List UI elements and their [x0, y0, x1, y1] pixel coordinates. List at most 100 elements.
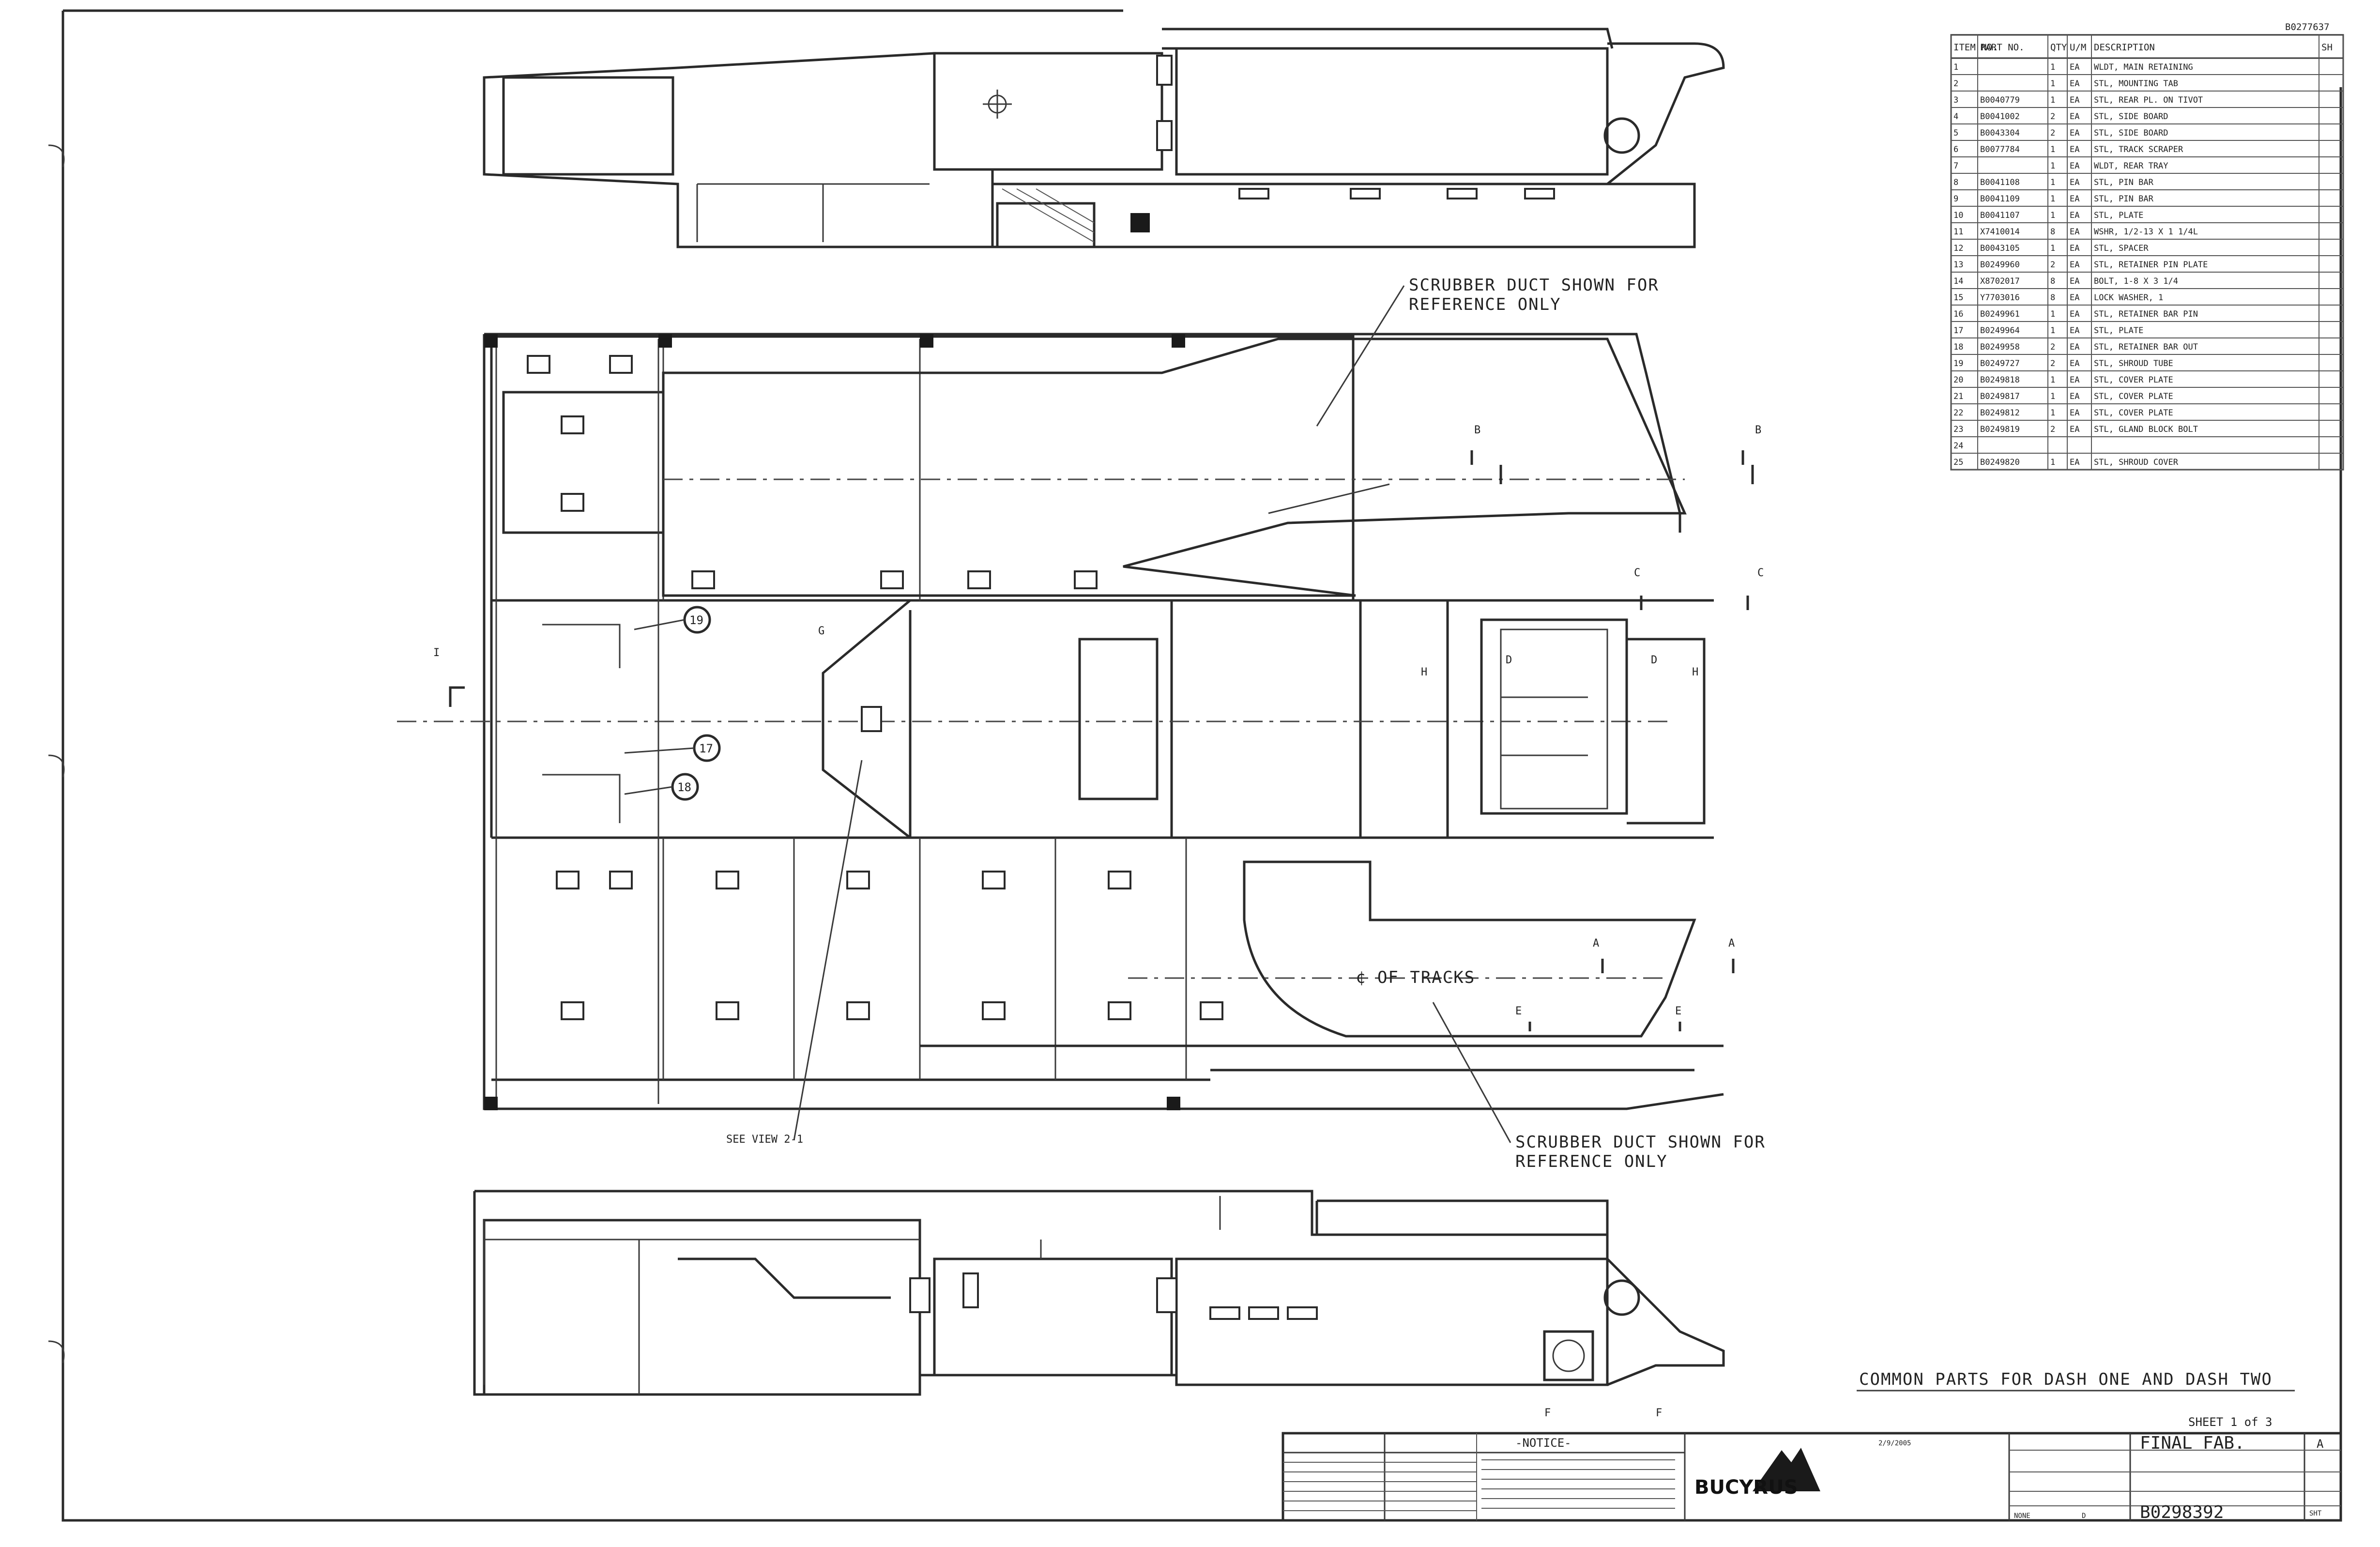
bom-cell-item: 21: [1953, 392, 1963, 401]
bom-cell-item: 6: [1953, 145, 1958, 154]
balloon-17: 17: [699, 742, 713, 755]
sheet-border: [48, 9, 2342, 1522]
callouts: SCRUBBER DUCT SHOWN FOR REFERENCE ONLY S…: [726, 276, 2295, 1429]
bom-cell-qty: 1: [2050, 244, 2055, 253]
bom-cell-desc: WLDT, MAIN RETAINING: [2094, 62, 2193, 72]
section-mark-h-left: H: [1421, 666, 1427, 678]
bom-cell-um: EA: [2070, 309, 2079, 319]
bom-cell-desc: STL, GLAND BLOCK BOLT: [2094, 425, 2198, 434]
bom-cell-um: EA: [2070, 408, 2079, 418]
bom-cell-um: EA: [2070, 342, 2079, 352]
bom-cell-um: EA: [2070, 95, 2079, 105]
bom-cell-part: B0249820: [1980, 458, 2020, 467]
bom-cell-item: 9: [1953, 194, 1958, 204]
bom-cell-qty: 1: [2050, 375, 2055, 385]
bom-cell-item: 24: [1953, 441, 1963, 451]
lift-lug-row-upper: [527, 355, 1098, 589]
bom-cell-desc: LOCK WASHER, 1: [2094, 293, 2163, 303]
bom-cell-desc: STL, COVER PLATE: [2094, 408, 2173, 418]
main-plan-view: [397, 333, 1724, 1110]
bom-cell-desc: STL, REAR PL. ON TIVOT: [2094, 95, 2203, 105]
bom-cell-item: 5: [1953, 128, 1958, 138]
item-balloons: 19 17 18: [624, 606, 721, 801]
bom-cell-item: 17: [1953, 326, 1963, 336]
bom-cell-desc: STL, MOUNTING TAB: [2094, 79, 2178, 89]
bom-cell-item: 19: [1953, 359, 1963, 368]
bom-cell-desc: BOLT, 1-8 X 3 1/4: [2094, 276, 2178, 286]
bom-cell-part: B0041109: [1980, 194, 2020, 204]
section-mark-d-left: D: [1506, 654, 1512, 666]
section-mark-g: G: [818, 625, 824, 637]
bom-header-cell: SH: [2321, 42, 2333, 53]
bom-header-cell: PART NO.: [1980, 42, 2025, 53]
bom-cell-desc: STL, COVER PLATE: [2094, 392, 2173, 401]
bom-cell-um: EA: [2070, 359, 2079, 368]
bom-cell-part: B0249958: [1980, 342, 2020, 352]
bom-cell-qty: 2: [2050, 342, 2055, 352]
bom-cell-part: B0249961: [1980, 309, 2020, 319]
bom-cell-qty: 1: [2050, 194, 2055, 204]
scrubber-duct-note-bottom-1: SCRUBBER DUCT SHOWN FOR: [1515, 1133, 1766, 1152]
bom-cell-part: B0249727: [1980, 359, 2020, 368]
bom-cell-um: EA: [2070, 227, 2079, 237]
bom-cell-qty: 2: [2050, 112, 2055, 122]
section-mark-h-right: H: [1692, 666, 1698, 678]
bom-cell-um: EA: [2070, 128, 2079, 138]
bom-cell-part: B0249817: [1980, 392, 2020, 401]
bom-cell-desc: STL, SHROUD COVER: [2094, 458, 2179, 467]
bom-cell-item: 11: [1953, 227, 1963, 237]
bom-cell-item: 20: [1953, 375, 1963, 385]
bom-cell-um: EA: [2070, 244, 2079, 253]
section-mark-d-right: D: [1651, 654, 1657, 666]
bom-cell-item: 3: [1953, 95, 1958, 105]
bom-cell-item: 1: [1953, 62, 1958, 72]
bom-cell-part: X7410014: [1980, 227, 2020, 237]
bom-cell-qty: 2: [2050, 359, 2055, 368]
bom-cell-item: 10: [1953, 211, 1963, 220]
section-mark-e-right: E: [1675, 1005, 1681, 1017]
bom-cell-qty: 1: [2050, 79, 2055, 89]
bom-cell-desc: WLDT, REAR TRAY: [2094, 161, 2168, 171]
bom-row: 24: [1951, 441, 2343, 454]
bom-header-cell: ITEM NO.: [1953, 42, 1998, 53]
section-mark-c-left: C: [1634, 567, 1640, 579]
drawing-size: D: [2082, 1512, 2086, 1520]
bom-cell-qty: 1: [2050, 458, 2055, 467]
section-mark-f-left: F: [1544, 1407, 1551, 1419]
bom-cell-qty: 2: [2050, 425, 2055, 434]
bom-cell-item: 25: [1953, 458, 1963, 467]
drawing-number-top: B0277637: [2285, 22, 2330, 32]
top-elevation-view: [483, 28, 1725, 248]
section-mark-f-right: F: [1656, 1407, 1662, 1419]
section-mark-c-right: C: [1757, 567, 1764, 579]
bom-cell-desc: STL, SPACER: [2094, 244, 2149, 253]
bucyrus-logo: BUCYRUS: [1694, 1448, 1820, 1499]
bom-cell-part: B0041002: [1980, 112, 2020, 122]
bom-cell-um: EA: [2070, 145, 2079, 154]
bom-cell-desc: STL, PIN BAR: [2094, 194, 2154, 204]
bom-cell-part: B0043304: [1980, 128, 2020, 138]
company-logo-text: BUCYRUS: [1694, 1476, 1798, 1499]
section-mark-b-right: B: [1755, 424, 1761, 436]
centerline-tracks-label: ¢ OF TRACKS: [1356, 968, 1475, 987]
bom-cell-desc: STL, TRACK SCRAPER: [2094, 145, 2183, 154]
bom-cell-qty: 1: [2050, 408, 2055, 418]
bom-cell-part: B0249960: [1980, 260, 2020, 270]
scrubber-duct-note-top-1: SCRUBBER DUCT SHOWN FOR: [1409, 276, 1659, 295]
bom-cell-item: 15: [1953, 293, 1963, 303]
bom-cell-part: B0043105: [1980, 244, 2020, 253]
